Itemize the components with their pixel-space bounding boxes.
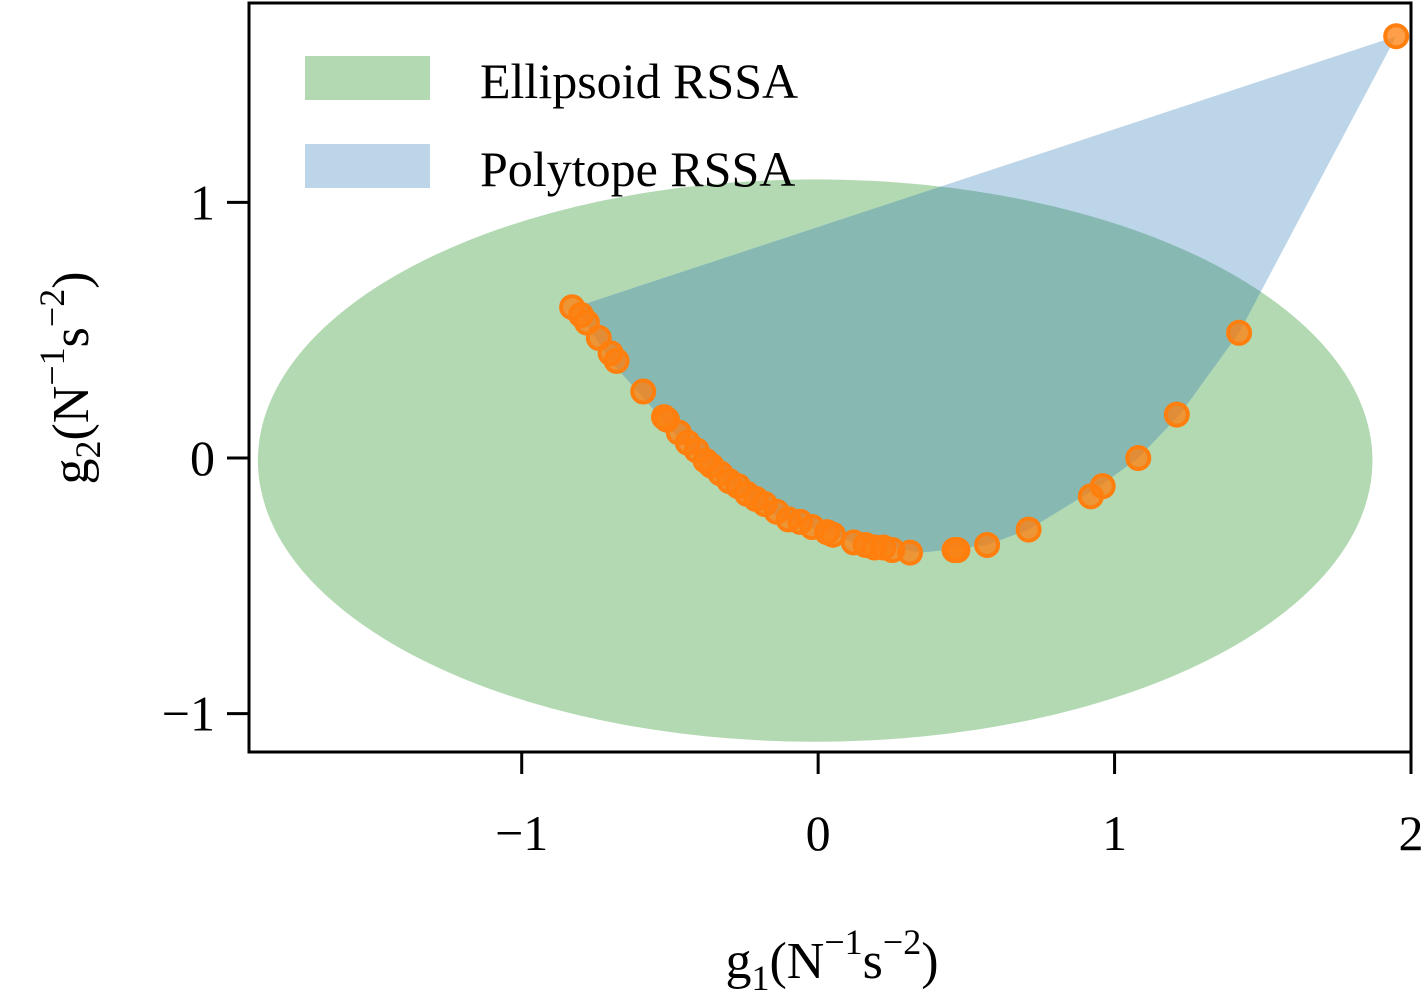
data-point bbox=[1015, 516, 1042, 543]
plot-area bbox=[257, 23, 1410, 742]
legend-swatch-ellipsoid bbox=[305, 56, 430, 100]
x-tick-label: −1 bbox=[495, 805, 548, 861]
data-point bbox=[559, 294, 586, 321]
data-point bbox=[1383, 23, 1410, 50]
legend-label-polytope: Polytope RSSA bbox=[480, 141, 795, 197]
data-point bbox=[1163, 401, 1190, 428]
legend-swatch-polytope bbox=[305, 144, 430, 188]
data-point bbox=[630, 378, 657, 405]
x-tick-label: 0 bbox=[806, 805, 831, 861]
data-points bbox=[559, 23, 1410, 566]
y-axis-label: g2(N−1s−2) bbox=[32, 271, 108, 484]
x-axis-label: g1(N−1s−2) bbox=[725, 922, 938, 992]
region-overlap bbox=[575, 179, 1373, 553]
y-tick-label: 0 bbox=[190, 430, 215, 486]
y-axis-ticks: −1 0 1 bbox=[162, 174, 249, 742]
data-point bbox=[1125, 445, 1152, 472]
x-tick-label: 2 bbox=[1399, 805, 1424, 861]
y-tick-label: −1 bbox=[162, 686, 215, 742]
x-axis-ticks: −1 0 1 2 bbox=[495, 752, 1424, 861]
data-point bbox=[941, 537, 968, 564]
data-point bbox=[1226, 319, 1253, 346]
legend: Ellipsoid RSSA Polytope RSSA bbox=[305, 53, 798, 197]
data-point bbox=[840, 529, 867, 556]
legend-label-ellipsoid: Ellipsoid RSSA bbox=[480, 53, 798, 109]
plot-frame bbox=[247, 1, 1413, 754]
y-tick-label: 1 bbox=[190, 174, 215, 230]
data-point bbox=[651, 404, 677, 431]
x-tick-label: 1 bbox=[1102, 805, 1127, 861]
data-point bbox=[1077, 483, 1104, 510]
data-point bbox=[974, 531, 1001, 558]
